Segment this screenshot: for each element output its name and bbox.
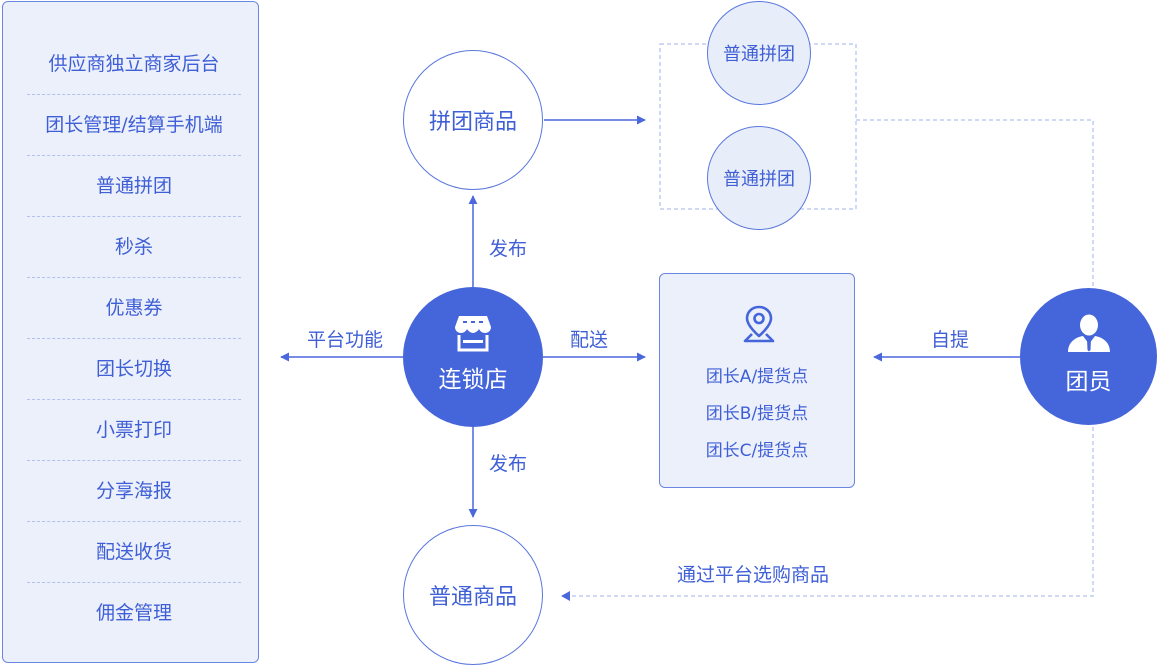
pickup-point-item: 团长C/提货点 (705, 441, 809, 461)
feature-item: 普通拼团 (27, 156, 241, 217)
platform-features-label: 平台功能 (307, 329, 384, 351)
feature-item: 团长管理/结算手机端 (27, 95, 241, 156)
feature-item: 小票打印 (27, 400, 241, 461)
feature-item: 优惠券 (27, 278, 241, 339)
group-product-label: 拼团商品 (428, 110, 517, 135)
publish-down-label: 发布 (489, 453, 528, 475)
group-deal-node: 普通拼团 (707, 1, 811, 105)
normal-product-label: 普通商品 (428, 585, 517, 610)
pickup-points-box: 团长A/提货点 团长B/提货点 团长C/提货点 (659, 273, 855, 488)
pickup-point-item: 团长A/提货点 (705, 367, 809, 387)
group-deal-node: 普通拼团 (707, 126, 811, 230)
normal-product-node: 普通商品 (403, 525, 543, 665)
feature-item: 佣金管理 (95, 602, 172, 624)
pickup-point-item: 团长B/提货点 (705, 404, 809, 424)
pickup-point-list: 团长A/提货点 团长B/提货点 团长C/提货点 (660, 362, 854, 473)
group-deal-label: 普通拼团 (723, 169, 795, 190)
self-pickup-label: 自提 (931, 329, 970, 351)
chain-store-node: 连锁店 (403, 287, 543, 427)
buy-via-platform-link (562, 427, 1094, 597)
member-label: 团员 (1065, 368, 1112, 395)
feature-list: 供应商独立商家后台 团长管理/结算手机端 普通拼团 秒杀 优惠券 团长切换 小票… (27, 34, 241, 643)
member-group-deals-link (856, 119, 1094, 288)
feature-item: 分享海报 (27, 461, 241, 522)
feature-item: 配送收货 (27, 522, 241, 583)
buy-via-platform-label: 通过平台选购商品 (677, 564, 830, 586)
location-pin-icon (743, 305, 775, 343)
delivery-label: 配送 (570, 329, 609, 351)
feature-panel: 供应商独立商家后台 团长管理/结算手机端 普通拼团 秒杀 优惠券 团长切换 小票… (2, 1, 259, 663)
feature-item: 供应商独立商家后台 (27, 34, 241, 95)
member-node: 团员 (1020, 288, 1157, 425)
feature-item: 团长切换 (27, 339, 241, 400)
feature-item: 秒杀 (27, 217, 241, 278)
user-icon (1067, 314, 1110, 352)
buy-via-platform-arrowhead (561, 591, 570, 601)
store-icon (455, 316, 491, 352)
publish-up-label: 发布 (489, 238, 528, 260)
group-deal-label: 普通拼团 (723, 44, 795, 65)
group-product-node: 拼团商品 (403, 50, 543, 190)
chain-store-label: 连锁店 (438, 367, 508, 393)
